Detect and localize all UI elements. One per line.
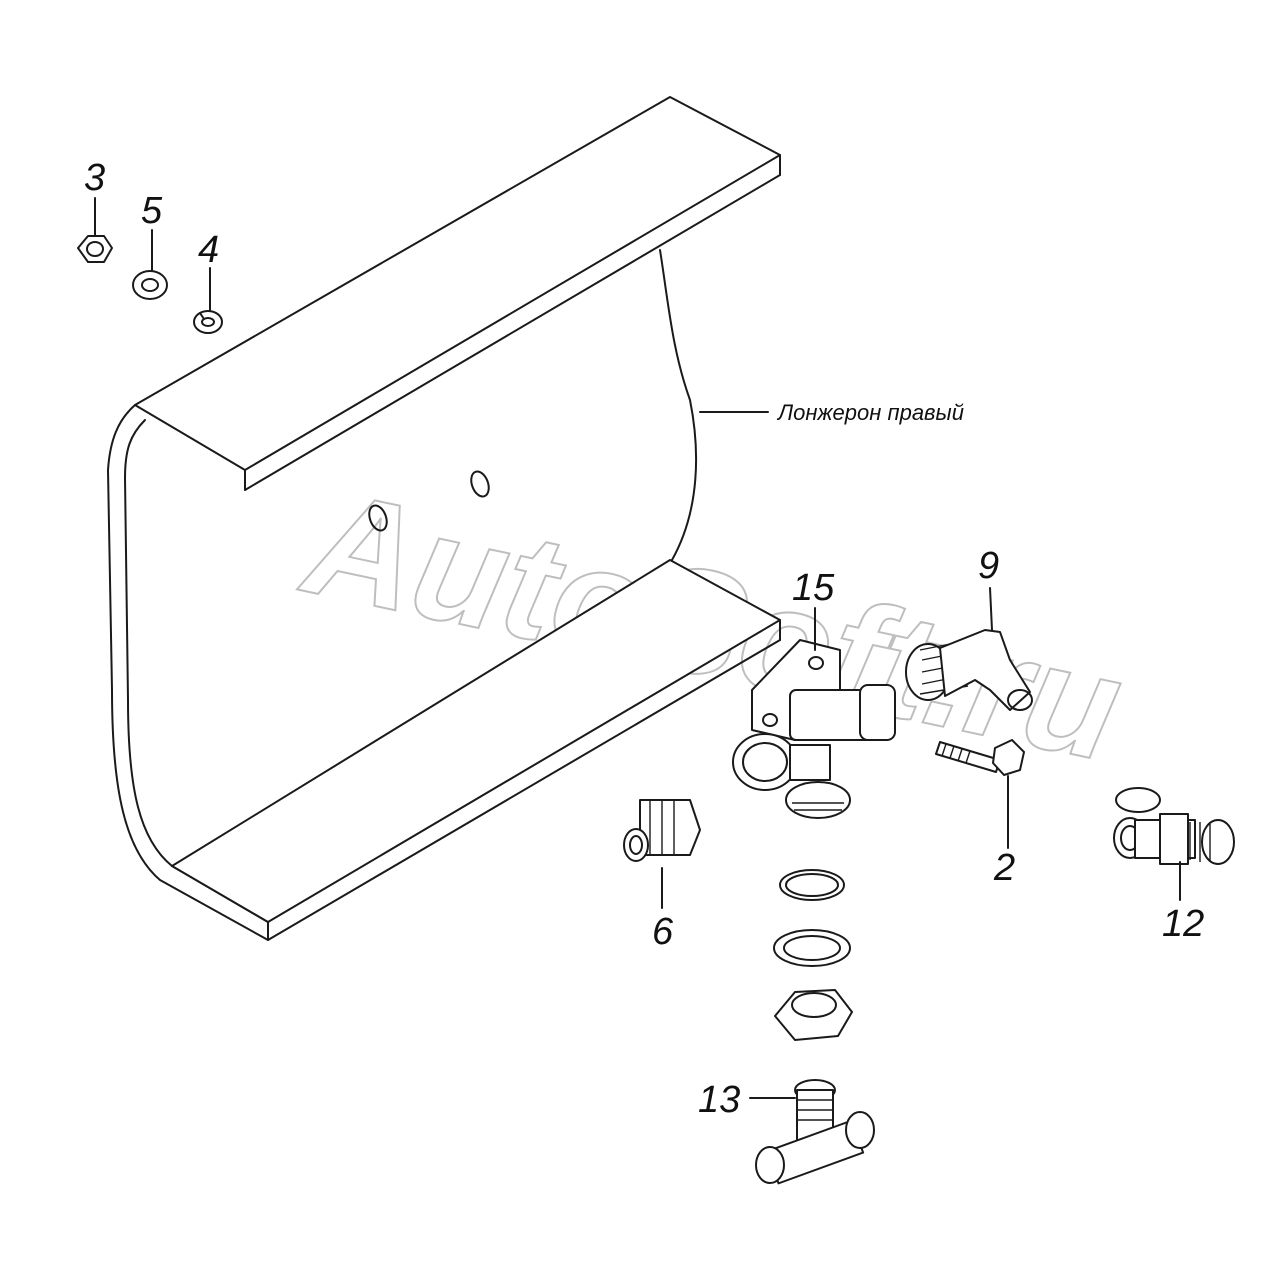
callout-13: 13 <box>698 1079 740 1121</box>
part-12-tee-fitting <box>1113 787 1235 901</box>
side-member-caption: Лонжерон правый <box>776 400 964 425</box>
part-13-tee-fitting <box>749 1079 875 1185</box>
callout-4: 4 <box>198 229 219 271</box>
side-member <box>107 96 781 941</box>
sealing-washer <box>773 929 851 967</box>
callout-5: 5 <box>141 190 163 232</box>
part-3-nut <box>77 197 113 263</box>
callout-12: 12 <box>1162 903 1204 945</box>
part-2-bolt <box>935 739 1025 849</box>
callout-9: 9 <box>978 545 999 587</box>
part-15-valve-bracket <box>732 607 896 819</box>
mounting-hole <box>470 470 490 498</box>
part-9-elbow-fitting <box>905 587 1033 711</box>
callout-3: 3 <box>84 157 105 199</box>
part-5-washer <box>132 229 168 300</box>
side-member-top-flange <box>134 96 781 471</box>
mounting-hole <box>368 504 388 532</box>
callout-15: 15 <box>792 567 835 609</box>
part-4-spring-washer <box>193 267 223 334</box>
lock-nut <box>774 989 853 1041</box>
callout-6: 6 <box>652 911 674 953</box>
callout-2: 2 <box>993 847 1015 889</box>
seal-ring <box>779 869 845 901</box>
callout-9-leader <box>989 587 993 631</box>
part-6-straight-fitting <box>623 799 701 909</box>
